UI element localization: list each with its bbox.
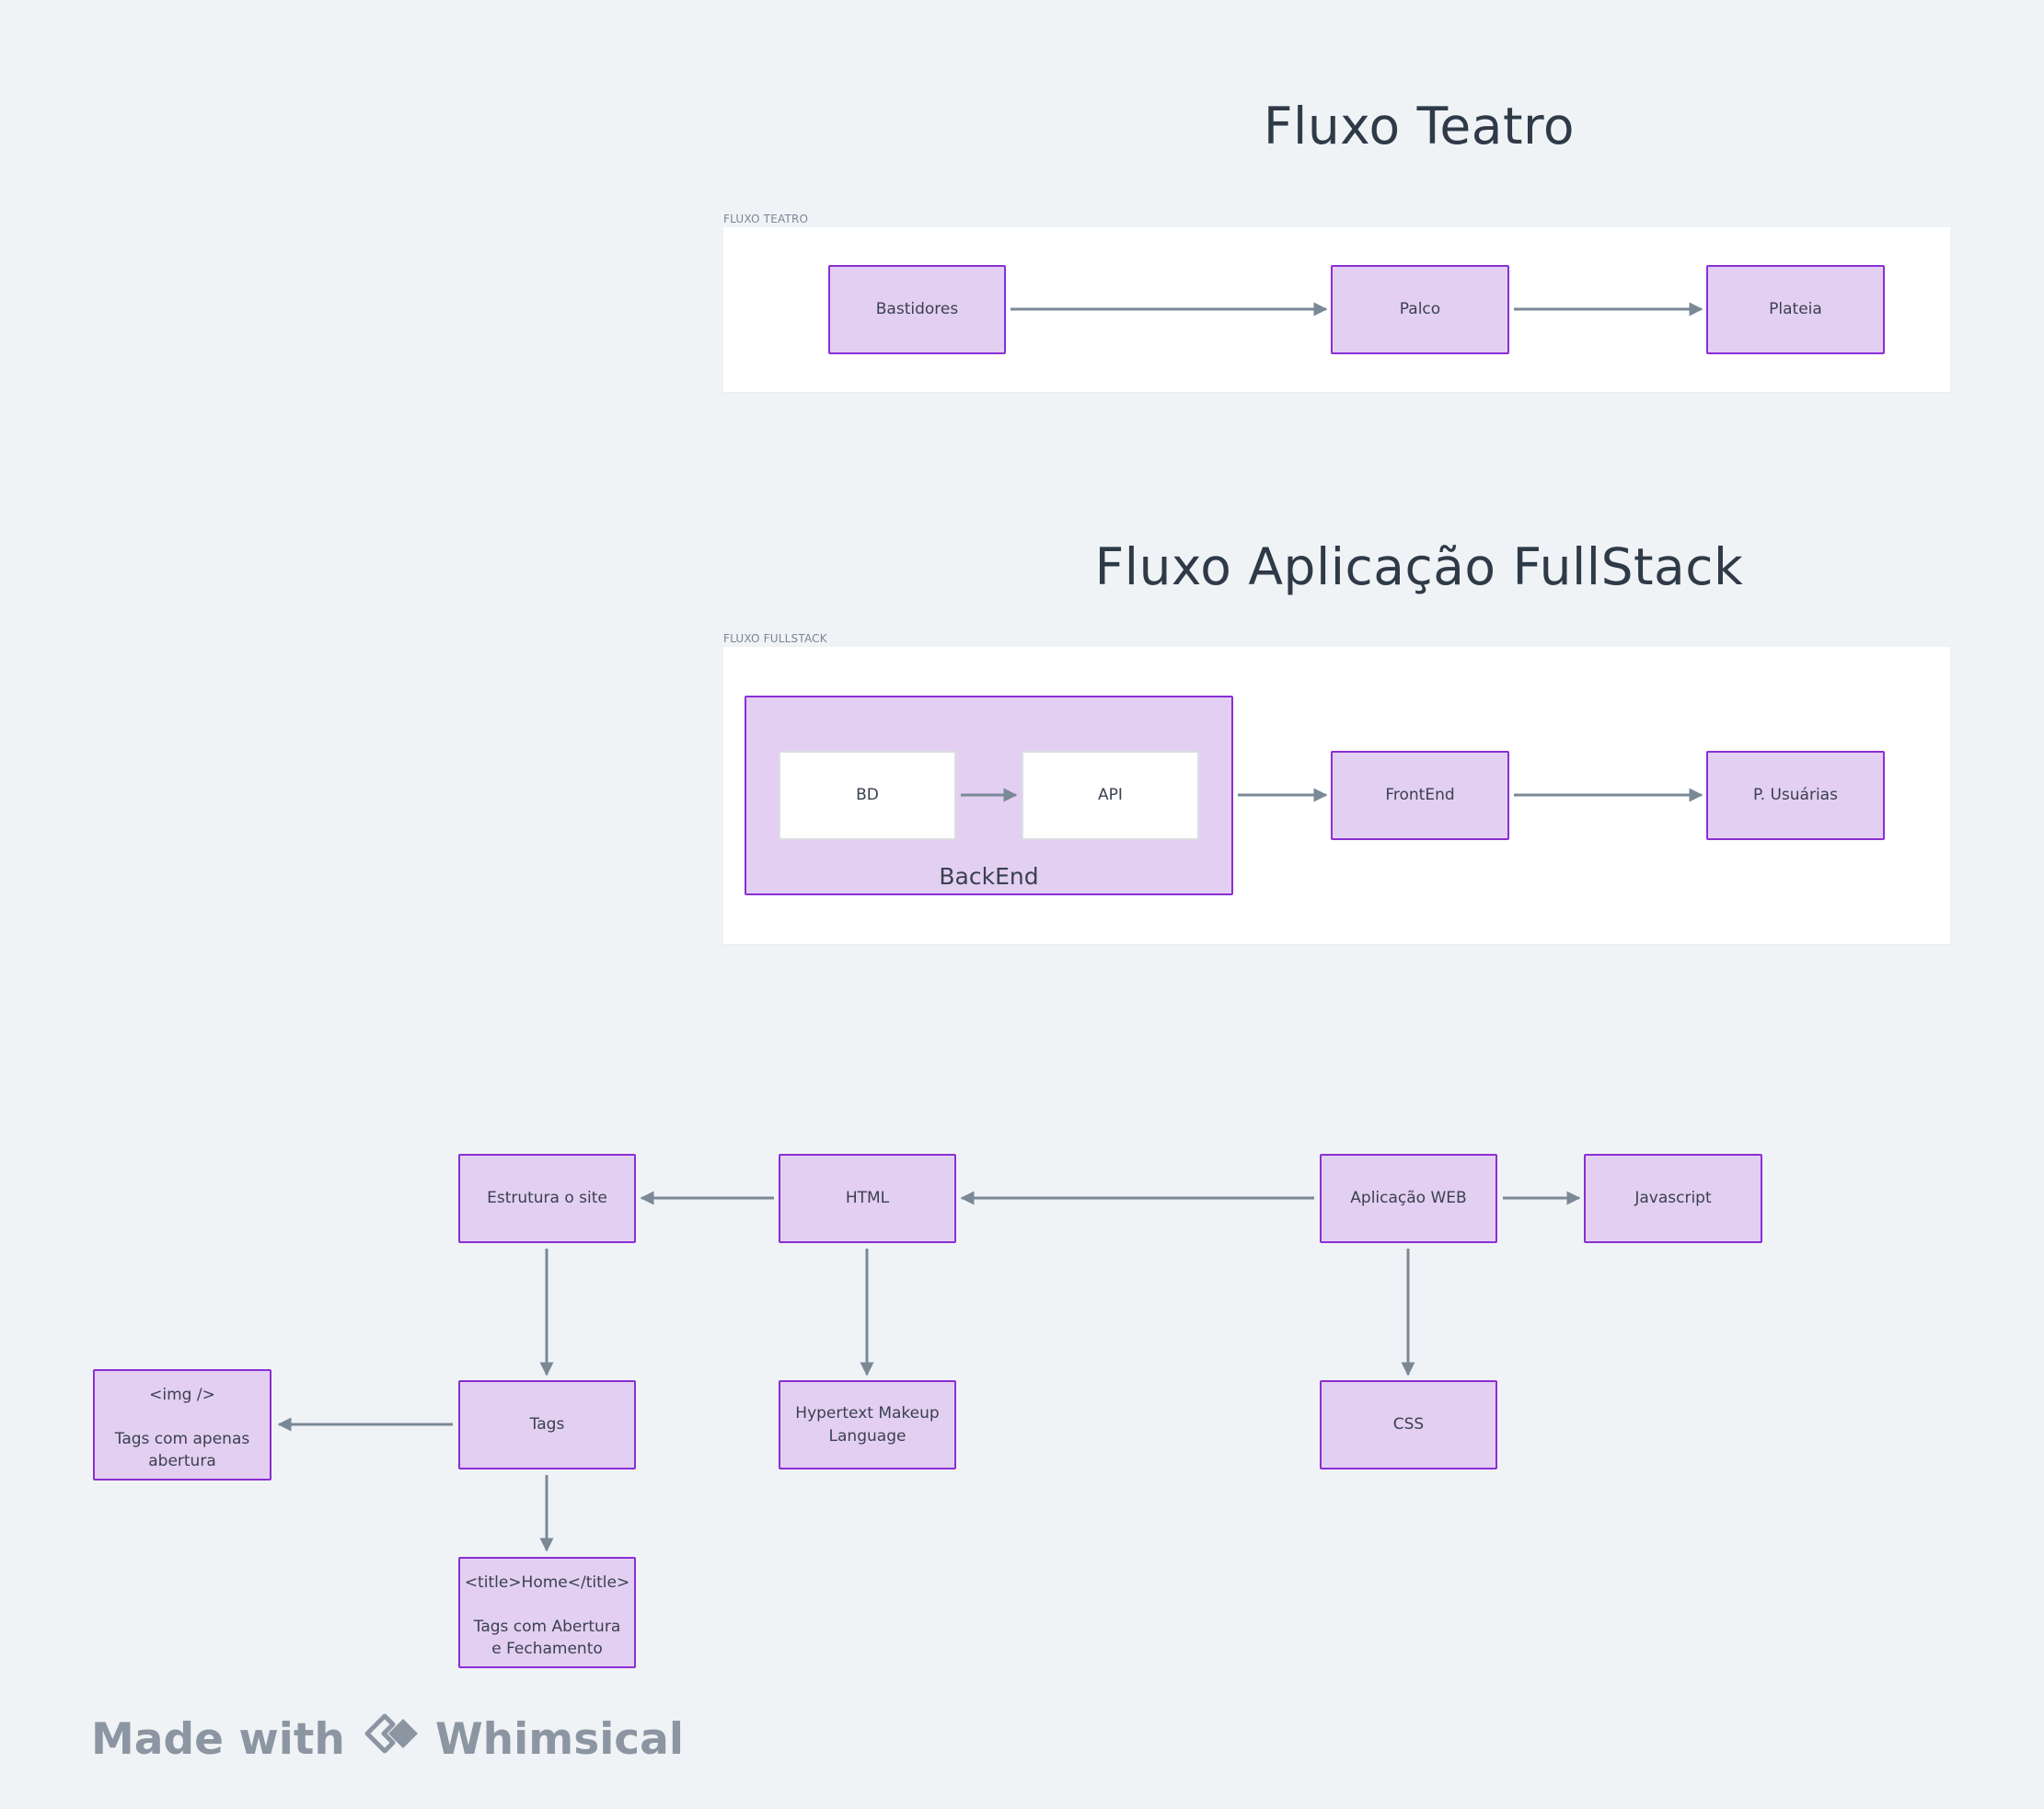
made-with-label: Made with — [91, 1713, 345, 1765]
node-frontend[interactable]: FrontEnd — [1331, 751, 1509, 840]
teatro-frame-label: FLUXO TEATRO — [723, 213, 809, 225]
title-tag-code: <title>Home</title> — [464, 1573, 630, 1592]
node-palco[interactable]: Palco — [1331, 265, 1509, 354]
made-with-whimsical[interactable]: Made with Whimsical — [91, 1711, 684, 1767]
fullstack-title: Fluxo Aplicação FullStack — [1094, 537, 1744, 596]
node-estrutura[interactable]: Estrutura o site — [458, 1154, 636, 1243]
node-title-tag[interactable]: <title>Home</title> Tags com Abertura e … — [458, 1557, 636, 1668]
fullstack-frame-label: FLUXO FULLSTACK — [723, 632, 827, 645]
teatro-title: Fluxo Teatro — [1263, 97, 1576, 156]
img-tag-code: <img /> — [149, 1386, 215, 1404]
whimsical-logo-icon — [360, 1709, 424, 1769]
img-tag-description: Tags com apenas abertura — [114, 1430, 250, 1471]
node-html[interactable]: HTML — [779, 1154, 956, 1243]
node-bd[interactable]: BD — [779, 751, 956, 840]
node-api[interactable]: API — [1022, 751, 1199, 840]
node-tags[interactable]: Tags — [458, 1380, 636, 1469]
title-tag-description: Tags com Abertura e Fechamento — [473, 1618, 621, 1659]
node-css[interactable]: CSS — [1320, 1380, 1497, 1469]
node-hypertext[interactable]: Hypertext Makeup Language — [779, 1380, 956, 1469]
node-bastidores[interactable]: Bastidores — [828, 265, 1006, 354]
node-usuarias[interactable]: P. Usuárias — [1706, 751, 1885, 840]
node-javascript[interactable]: Javascript — [1584, 1154, 1762, 1243]
node-img-tag[interactable]: <img /> Tags com apenas abertura — [93, 1369, 271, 1481]
node-plateia[interactable]: Plateia — [1706, 265, 1885, 354]
whimsical-brand-label: Whimsical — [434, 1713, 684, 1765]
node-aplicacao-web[interactable]: Aplicação WEB — [1320, 1154, 1497, 1243]
backend-label: BackEnd — [939, 863, 1039, 890]
